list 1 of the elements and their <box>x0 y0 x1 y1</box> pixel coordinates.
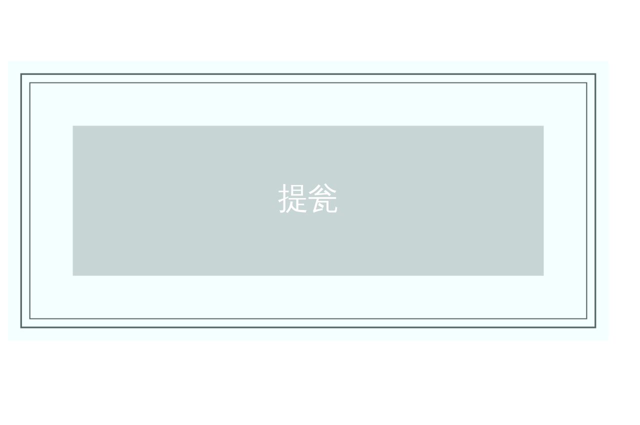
node-box: 提瓮 <box>72 126 544 276</box>
